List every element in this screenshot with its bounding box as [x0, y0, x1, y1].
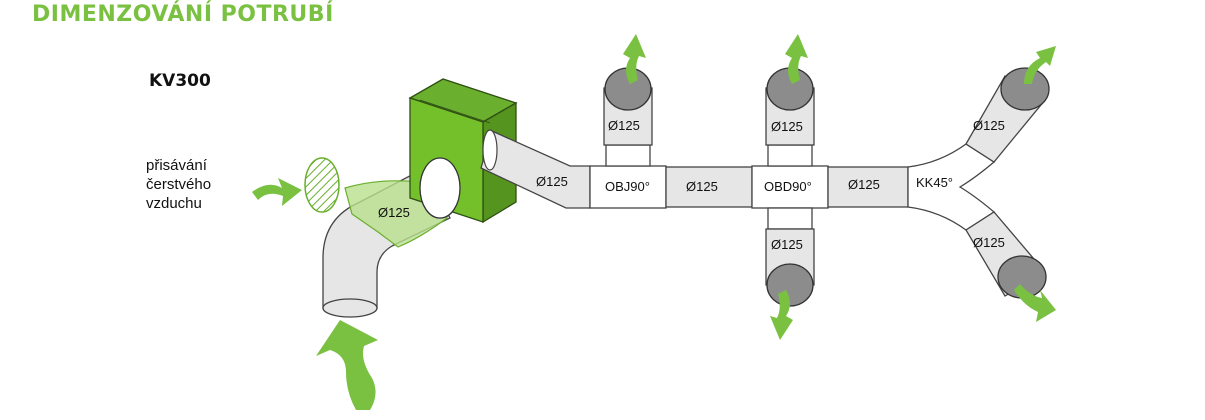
kk-branch-up-label: Ø125 [973, 118, 1005, 133]
obj-supply-arrow [623, 34, 646, 84]
intake-label-line-2: čerstvého [146, 176, 212, 193]
kk-fitting [907, 143, 996, 231]
trunk-duct-1-label: Ø125 [686, 179, 718, 194]
kk-fitting-label: KK45° [916, 175, 953, 190]
obd-branch-up-socket [767, 144, 813, 167]
unit-inlet-opening [419, 157, 461, 219]
kk-supply-arrow-up [1024, 46, 1056, 84]
fresh-air-arrow-bottom [316, 320, 378, 410]
intake-label-line-3: vzduchu [146, 195, 202, 212]
kk-outlet-valve-up [1000, 67, 1050, 111]
unit-model-label: KV300 [149, 71, 211, 91]
obj-fitting [589, 165, 667, 209]
trunk-duct-2 [827, 166, 909, 208]
trunk-duct-1 [665, 166, 753, 208]
fresh-air-duct-end [322, 298, 378, 318]
obd-supply-arrow-up [785, 34, 808, 84]
obd-branch-down-socket [767, 207, 813, 230]
unit-panel-line [419, 99, 491, 124]
supply-duct-label: Ø125 [536, 174, 568, 189]
fresh-air-intake-label: přisávání čerstvého vzduchu [146, 156, 211, 213]
obd-branch-down-label: Ø125 [771, 237, 803, 252]
obj-branch-socket [605, 144, 651, 167]
obj-fitting-label: OBJ90° [605, 179, 650, 194]
kk-branch-down-label: Ø125 [973, 235, 1005, 250]
fresh-air-duct-label: Ø125 [378, 205, 410, 220]
kk-supply-arrow-down [1014, 284, 1056, 322]
obj-branch-label: Ø125 [608, 118, 640, 133]
intake-arrow-left [252, 178, 302, 206]
intake-label-line-1: přisávání [146, 157, 207, 174]
obd-supply-arrow-down [770, 290, 793, 340]
intake-grille [304, 157, 340, 213]
supply-duct-outlet-end [482, 129, 498, 171]
obd-branch-up-label: Ø125 [771, 119, 803, 134]
trunk-duct-2-label: Ø125 [848, 177, 880, 192]
diagram-title: DIMENZOVÁNÍ POTRUBÍ [32, 2, 334, 27]
obd-fitting [751, 165, 829, 209]
obd-fitting-label: OBD90° [764, 179, 812, 194]
obd-outlet-valve-down [766, 263, 814, 307]
